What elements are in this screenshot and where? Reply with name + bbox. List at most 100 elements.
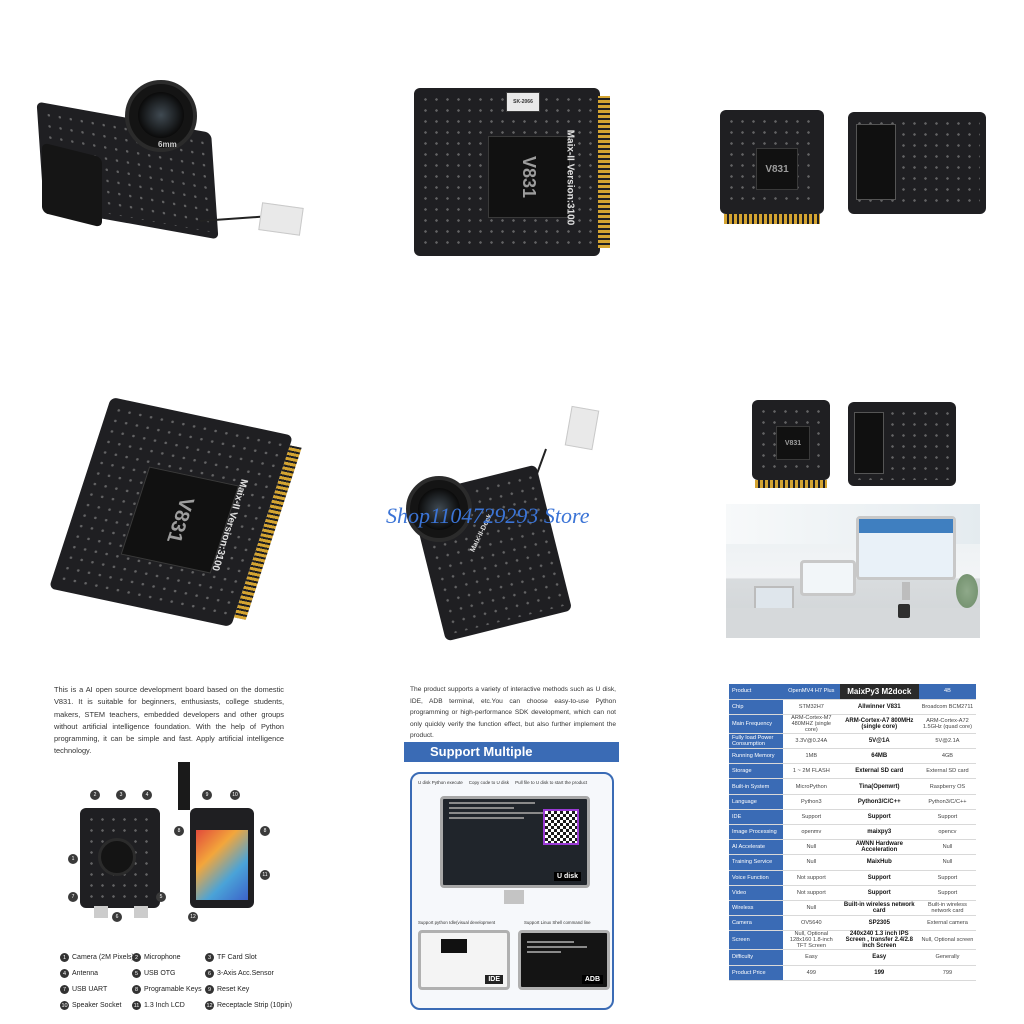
spec-header-openmv: OpenMV4 H7 Plus <box>783 684 840 700</box>
small-gold-fingers <box>755 480 827 488</box>
spec-cell: 4GB <box>918 748 976 765</box>
programming-monitor: U disk <box>440 796 590 888</box>
adb-label: ADB <box>581 975 603 984</box>
pin-marker-10: 10 <box>230 790 240 800</box>
gallery-image-dock-angled[interactable]: Maix-II-Dock <box>396 405 616 642</box>
angled-board: V831 Maix-II Version:3100 <box>48 397 302 627</box>
adb-screen: ADB <box>518 930 610 990</box>
gallery-image-pinout[interactable]: This is a AI open source development boa… <box>50 680 293 1010</box>
gallery-image-office[interactable] <box>726 504 980 638</box>
spec-cell-maixpy3: 199 <box>839 965 919 981</box>
spec-cell: Null <box>783 854 840 871</box>
spec-cell: External camera <box>918 915 976 932</box>
ide-label: IDE <box>485 975 503 984</box>
pin-marker-9: 9 <box>202 790 212 800</box>
tab-copy-code[interactable]: Copy code to U disk <box>468 780 510 785</box>
spec-cell-maixpy3: Python3/C/C++ <box>839 794 919 810</box>
spec-cell: 799 <box>918 965 976 981</box>
spec-row-label: Voice Function <box>729 870 783 886</box>
spec-cell: Python3/C/C++ <box>918 794 976 810</box>
adb-caption: Support Linux Shell command line <box>524 920 591 925</box>
pin-marker-8b: 8 <box>260 826 270 836</box>
spec-cell: Python3 <box>783 794 840 810</box>
lcd-screen <box>196 830 248 900</box>
spec-cell-maixpy3: ARM-Cortex-A7 800MHz (single core) <box>839 714 919 734</box>
spec-cell-maixpy3: Support <box>839 809 919 826</box>
spec-row-label: Main Frequency <box>729 714 783 734</box>
spec-row-label: Video <box>729 885 783 901</box>
gallery-image-module-angled[interactable]: V831 Maix-II Version:3100 <box>48 392 302 642</box>
v831-chip: V831 <box>488 136 570 218</box>
pin-marker-6: 6 <box>112 912 122 922</box>
qr-code <box>543 809 579 845</box>
pinout-front-port-left <box>94 906 108 918</box>
small-m2-slot <box>854 412 884 474</box>
office-plant <box>956 574 978 608</box>
version-label: Maix-II Version:3100 <box>564 129 576 226</box>
spec-cell: Built-in wireless network card <box>918 900 976 917</box>
spec-header-maixpy3: MaixPy3 M2dock <box>839 684 919 700</box>
tab-udisk-python[interactable]: U disk Python execute <box>418 780 463 785</box>
spec-row-label: Difficulty <box>729 949 783 966</box>
camera-lens-glass <box>138 92 184 138</box>
spec-cell: Null, Optional 128x160 1.8-inch TFT Scre… <box>783 930 840 951</box>
m2-slot <box>856 124 896 200</box>
spec-cell: 1MB <box>783 748 840 765</box>
tab-pull-file[interactable]: Pull file to U disk to start the product <box>515 780 588 785</box>
pinout-camera <box>98 838 136 876</box>
spec-cell-maixpy3: Allwinner V831 <box>839 699 919 715</box>
angled-camera-lens-glass <box>418 488 460 530</box>
spec-cell: Generally <box>918 949 976 966</box>
spec-row-label: Built-in System <box>729 778 783 795</box>
spec-cell: Support <box>918 870 976 886</box>
gallery-image-camera-dock[interactable]: 6mm <box>30 70 320 250</box>
pin-marker-2: 2 <box>90 790 100 800</box>
antenna-patch <box>258 202 304 236</box>
spec-row-label: Training Service <box>729 854 783 871</box>
spec-cell: 499 <box>783 965 840 981</box>
pin-marker-12: 12 <box>188 912 198 922</box>
spec-cell-maixpy3: SP2305 <box>839 915 919 932</box>
spec-cell: Null, Optional screen <box>918 930 976 951</box>
spec-cell-maixpy3: Easy <box>839 949 919 966</box>
ide-screen: IDE <box>418 930 510 990</box>
office-desk <box>726 608 980 638</box>
spec-row-label: Screen <box>729 930 783 951</box>
spec-cell: Not support <box>783 870 840 886</box>
gallery-image-module-pair-small[interactable]: V831 <box>752 400 962 492</box>
angled-antenna-patch <box>564 405 600 451</box>
small-chip: V831 <box>776 426 810 460</box>
spec-cell: Null <box>918 854 976 871</box>
spec-row-label: Product Price <box>729 965 783 981</box>
gallery-image-module-top[interactable]: V831 SK-2066 Maix-II Version:3100 <box>414 88 614 258</box>
pinout-front-board <box>80 808 160 908</box>
flash-chip: SK-2066 <box>506 92 540 112</box>
spec-row-label: Chip <box>729 699 783 715</box>
programming-monitor-stand <box>504 890 524 904</box>
spec-cell: Raspberry OS <box>918 778 976 795</box>
spec-cell-maixpy3: 5V@1A <box>839 733 919 750</box>
spec-cell: Support <box>918 809 976 826</box>
spec-cell-maixpy3: AWNN Hardware Acceleration <box>839 839 919 856</box>
spec-header-product: Product <box>729 684 783 700</box>
gallery-image-module-pair[interactable]: V831 <box>720 110 990 230</box>
gallery-image-programming[interactable]: The product supports a variety of intera… <box>404 684 620 1014</box>
